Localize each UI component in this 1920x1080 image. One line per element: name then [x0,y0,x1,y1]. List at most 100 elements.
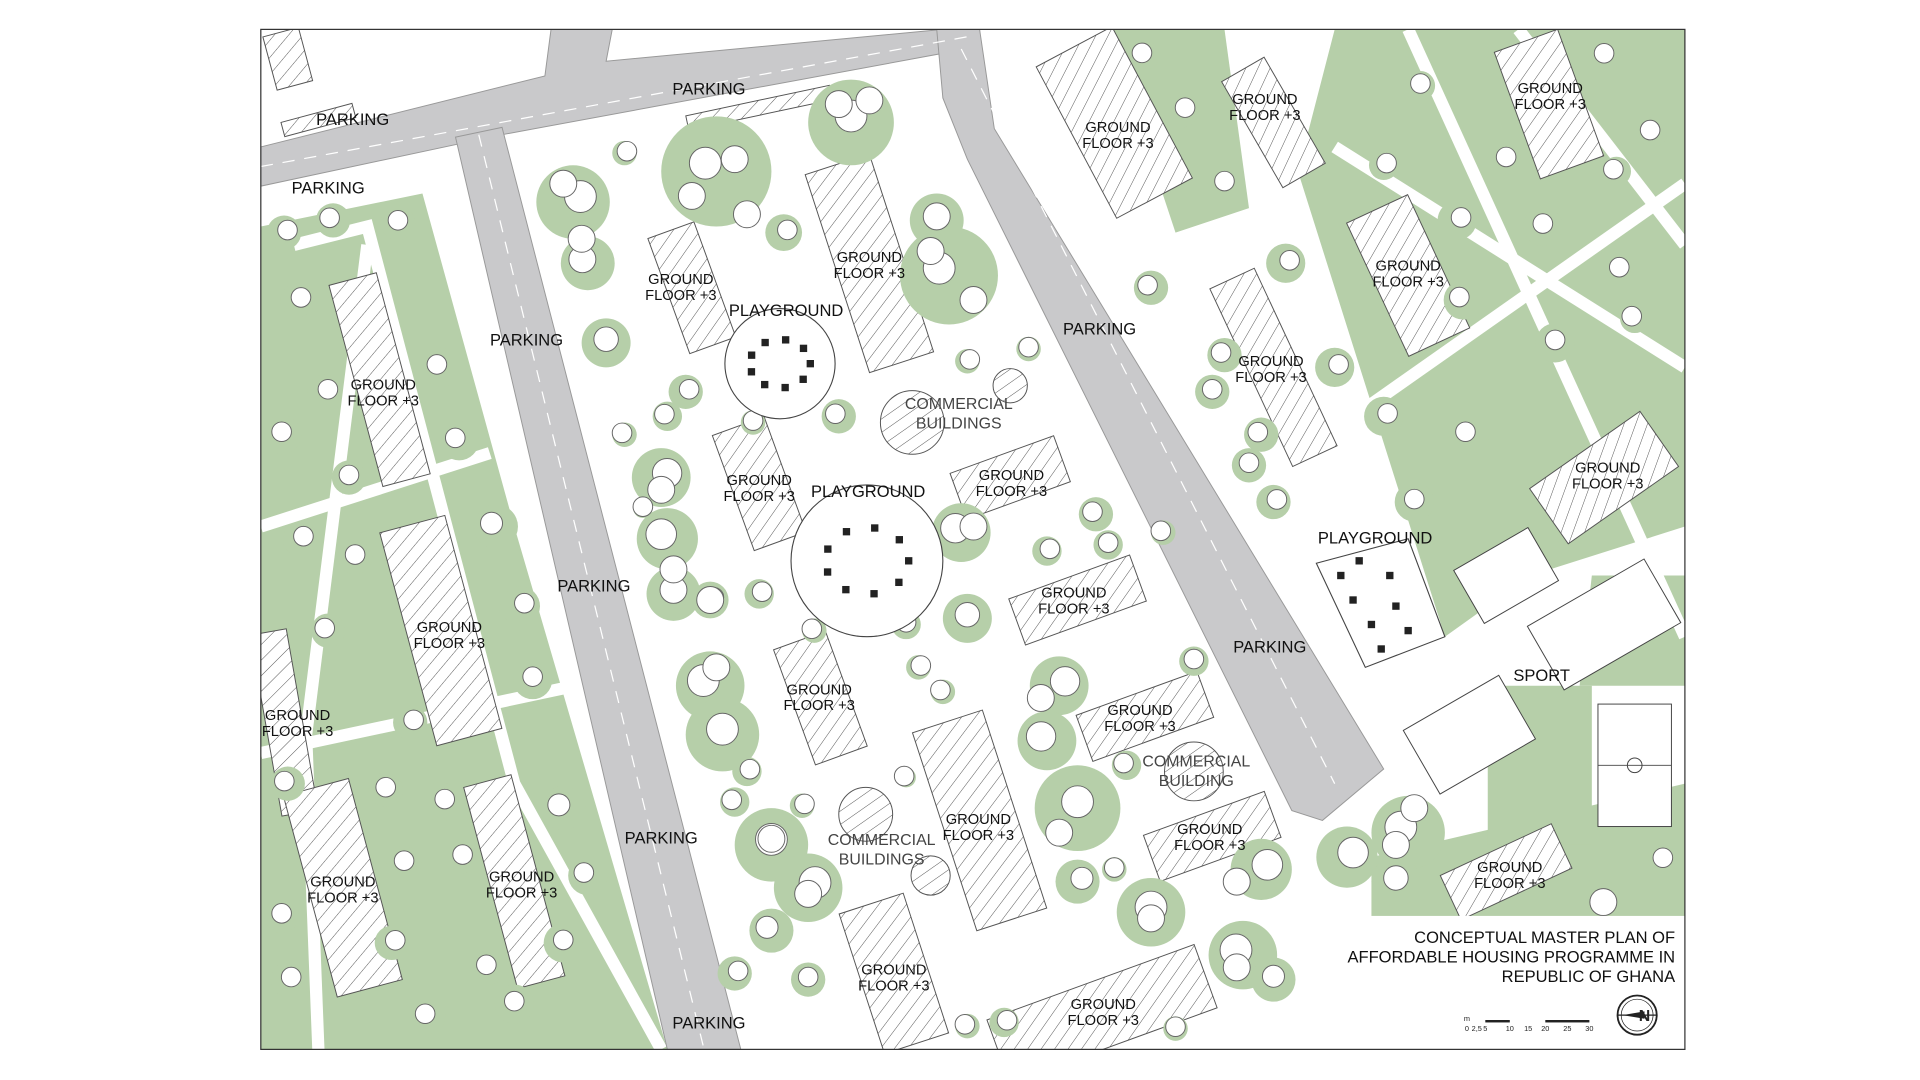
building-footprint [1345,194,1471,357]
building-footprint [280,102,357,138]
tree-icon [1381,830,1410,859]
play-equipment-icon [895,578,903,587]
roads [260,29,1385,1050]
tree-icon [1261,964,1285,988]
tree-icon [319,207,340,229]
ground-floor-label: FLOOR +3 [1104,719,1175,735]
scale-tick-label: 30 [1585,1024,1593,1033]
play-equipment-icon [761,338,769,347]
scale-tick-label: 25 [1563,1024,1571,1033]
ground-floor-label: GROUND [1041,586,1106,602]
building-footprint [1008,554,1147,646]
building-footprint [772,630,868,766]
tree-icon [393,850,415,871]
tree-icon [755,915,779,939]
title-line-3: REPUBLIC OF GHANA [1502,967,1675,986]
play-equipment-icon [895,536,903,544]
play-equipment-icon [824,545,832,553]
road-centerline [960,48,1336,784]
tree-icon [922,202,951,231]
tree-icon [1070,866,1094,890]
commercial-building [992,368,1028,404]
play-equipment-icon [747,351,756,359]
scale-tick-label: 20 [1541,1024,1549,1033]
tree-icon [1532,213,1554,234]
tree-icon [1222,867,1251,896]
tree-icon [1247,421,1269,443]
north-arrow-icon: N [1616,994,1658,1036]
scale-tick-label: 10 [1506,1024,1514,1033]
tree-icon [1544,329,1566,351]
play-equipment-icon [799,344,808,353]
playground-label: PLAYGROUND [811,482,925,501]
tree-icon [678,378,700,400]
ground-floor-label: GROUND [1477,860,1542,876]
tree-icon [338,464,360,486]
tree-icon [476,954,497,976]
playground-area [1315,538,1446,669]
ground-floor-label: FLOOR +3 [943,828,1014,844]
ground-floor-label: FLOOR +3 [1474,876,1545,892]
tree-icon [1137,904,1165,933]
building-footprint [1142,790,1282,882]
tree-icon [479,511,504,535]
footpath [299,244,374,1050]
tree-icon [344,544,366,565]
tree-icon [732,200,761,229]
play-equipment-icon [905,557,913,565]
commercial-label: COMMERCIAL [905,396,1013,413]
parking-label: PARKING [625,829,698,848]
ground-floor-label: GROUND [1575,461,1640,477]
tree-icon [1495,146,1517,168]
playground-area [724,308,836,420]
scale-tick-label: 15 [1524,1024,1532,1033]
tree-icon [277,219,298,241]
road [260,29,981,187]
play-equipment-icon [806,360,814,368]
ground-floor-label: GROUND [946,812,1011,828]
tree-icon [1608,256,1630,278]
ground-floor-label: FLOOR +3 [262,724,333,740]
parking-label: PARKING [672,79,745,98]
tree-icon [1222,953,1251,982]
tree-icon [777,219,798,241]
building-footprint [1439,823,1573,921]
tree-icon [794,793,815,815]
tree-icon [1238,452,1260,474]
road [454,126,742,1050]
tree-icon [293,525,314,547]
road-centerline [260,36,968,168]
commercial-building [910,855,951,896]
building-footprint [838,892,950,1050]
playground-area [790,484,944,638]
tree-icon [384,930,406,951]
tree-icon [616,140,638,162]
tree-icon [647,475,676,504]
tree-icon [1039,538,1061,560]
play-equipment-icon [747,368,756,376]
play-equipment-icon [842,585,850,594]
tree-icon [593,326,619,352]
building-footprint [1493,29,1605,180]
ground-floor-label: FLOOR +3 [645,288,716,304]
tree-icon [1450,207,1472,228]
tree-icon [1589,888,1618,917]
tree-icon [290,287,312,308]
play-equipment-icon [1386,571,1394,580]
commercial-label: COMMERCIAL [1142,754,1250,771]
tree-icon [573,862,595,883]
tree-icon [1045,818,1074,847]
tree-icon [549,169,578,198]
tree-icon [801,618,823,640]
play-equipment-icon [1392,602,1400,610]
tree-icon [1026,684,1055,712]
trees [262,40,1674,1041]
ground-floor-label: GROUND [310,875,375,891]
sport-court [1402,674,1537,795]
ground-floor-label: FLOOR +3 [834,266,905,282]
tree-icon [1449,286,1470,308]
tree-icon [1061,785,1094,819]
ground-floor-label: GROUND [648,272,713,288]
playgrounds [724,308,1446,669]
ground-floor-label: GROUND [1177,822,1242,838]
